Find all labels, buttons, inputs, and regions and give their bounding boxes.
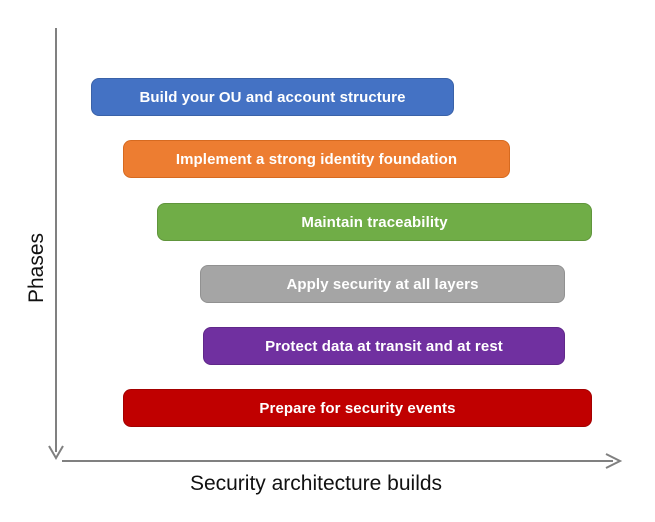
phase-bar: Prepare for security events <box>123 389 592 427</box>
phase-label: Build your OU and account structure <box>139 88 406 106</box>
phase-label: Maintain traceability <box>301 213 448 231</box>
x-axis-label: Security architecture builds <box>189 472 443 495</box>
y-axis-label: Phases <box>25 232 48 304</box>
phase-bar: Implement a strong identity foundation <box>123 140 510 178</box>
phase-label: Apply security at all layers <box>286 275 479 293</box>
x-axis-line <box>62 453 623 469</box>
phase-label: Implement a strong identity foundation <box>175 150 458 168</box>
phase-label: Protect data at transit and at rest <box>265 337 503 355</box>
phase-bar: Build your OU and account structure <box>91 78 454 116</box>
y-axis-line <box>48 28 64 460</box>
phase-label: Prepare for security events <box>259 399 456 417</box>
phase-bar: Maintain traceability <box>157 203 592 241</box>
phase-bar: Apply security at all layers <box>200 265 565 303</box>
phase-bar: Protect data at transit and at rest <box>203 327 565 365</box>
